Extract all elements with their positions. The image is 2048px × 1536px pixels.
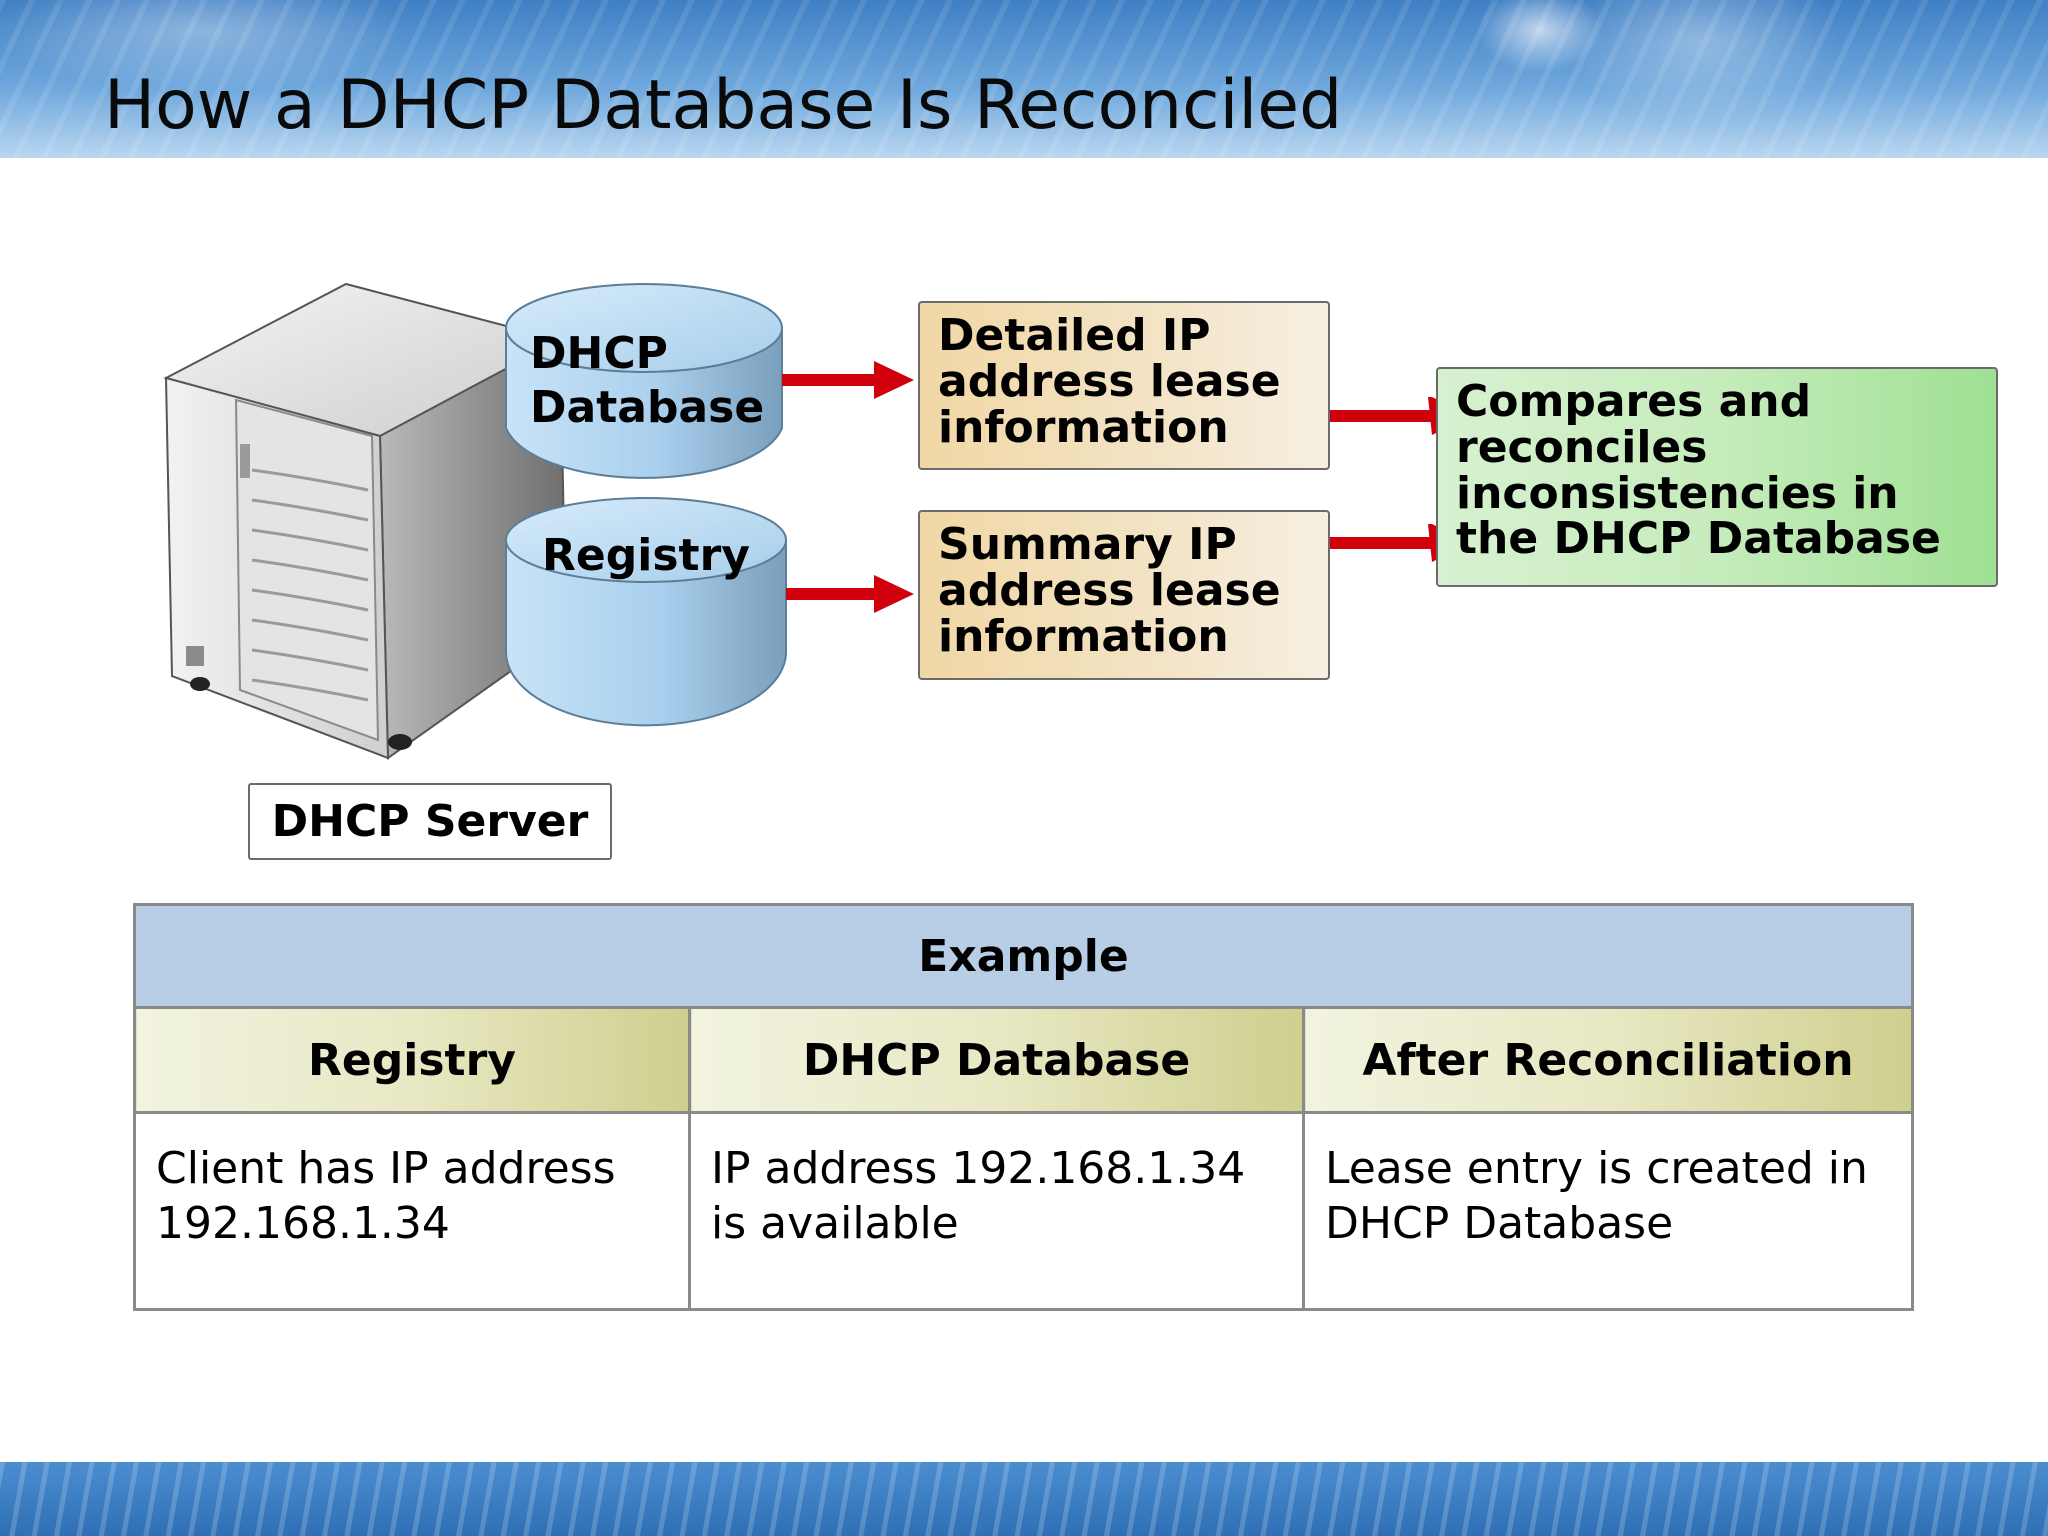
arrow-database-to-detailed <box>782 361 914 399</box>
dhcp-server-label-text: DHCP Server <box>271 796 589 847</box>
dhcp-server-label: DHCP Server <box>248 783 612 860</box>
summary-info-box: Summary IP address lease information <box>918 510 1330 680</box>
registry-cylinder-icon: Registry <box>505 497 787 727</box>
cell-registry: Client has IP address 192.168.1.34 <box>133 1111 691 1311</box>
dhcp-database-cylinder-label-line2: Database <box>530 382 764 433</box>
dhcp-database-cylinder-label-line1: DHCP <box>530 328 668 379</box>
detailed-info-box: Detailed IP address lease information <box>918 301 1330 470</box>
dhcp-database-cylinder-icon: DHCP Database <box>505 283 783 479</box>
header-dhcp-database: DHCP Database <box>688 1006 1305 1114</box>
slide-title: How a DHCP Database Is Reconciled <box>104 66 1343 145</box>
cell-after-reconciliation: Lease entry is created in DHCP Database <box>1301 1111 1915 1311</box>
summary-info-label: Summary IP address lease information <box>938 519 1281 662</box>
detailed-info-label: Detailed IP address lease information <box>938 310 1281 453</box>
example-header-row: Registry DHCP Database After Reconciliat… <box>133 1006 1915 1114</box>
example-title: Example <box>132 903 1915 1009</box>
compare-reconcile-box: Compares and reconciles inconsistencies … <box>1436 367 1998 587</box>
header-band <box>0 0 2048 158</box>
registry-cylinder-label: Registry <box>542 530 750 581</box>
compare-reconcile-label: Compares and reconciles inconsistencies … <box>1456 376 1941 565</box>
footer-band <box>0 1462 2048 1536</box>
table-row: Client has IP address 192.168.1.34 IP ad… <box>133 1111 1915 1311</box>
header-registry: Registry <box>133 1006 691 1114</box>
header-after-reconciliation: After Reconciliation <box>1301 1006 1915 1114</box>
cell-dhcp-database: IP address 192.168.1.34 is available <box>688 1111 1305 1311</box>
example-table: Example Registry DHCP Database After Rec… <box>132 903 1915 1311</box>
arrow-registry-to-summary <box>786 575 914 613</box>
dhcp-diagram: Registry DHCP Database <box>163 282 1470 760</box>
example-title-row: Example <box>132 903 1915 1009</box>
